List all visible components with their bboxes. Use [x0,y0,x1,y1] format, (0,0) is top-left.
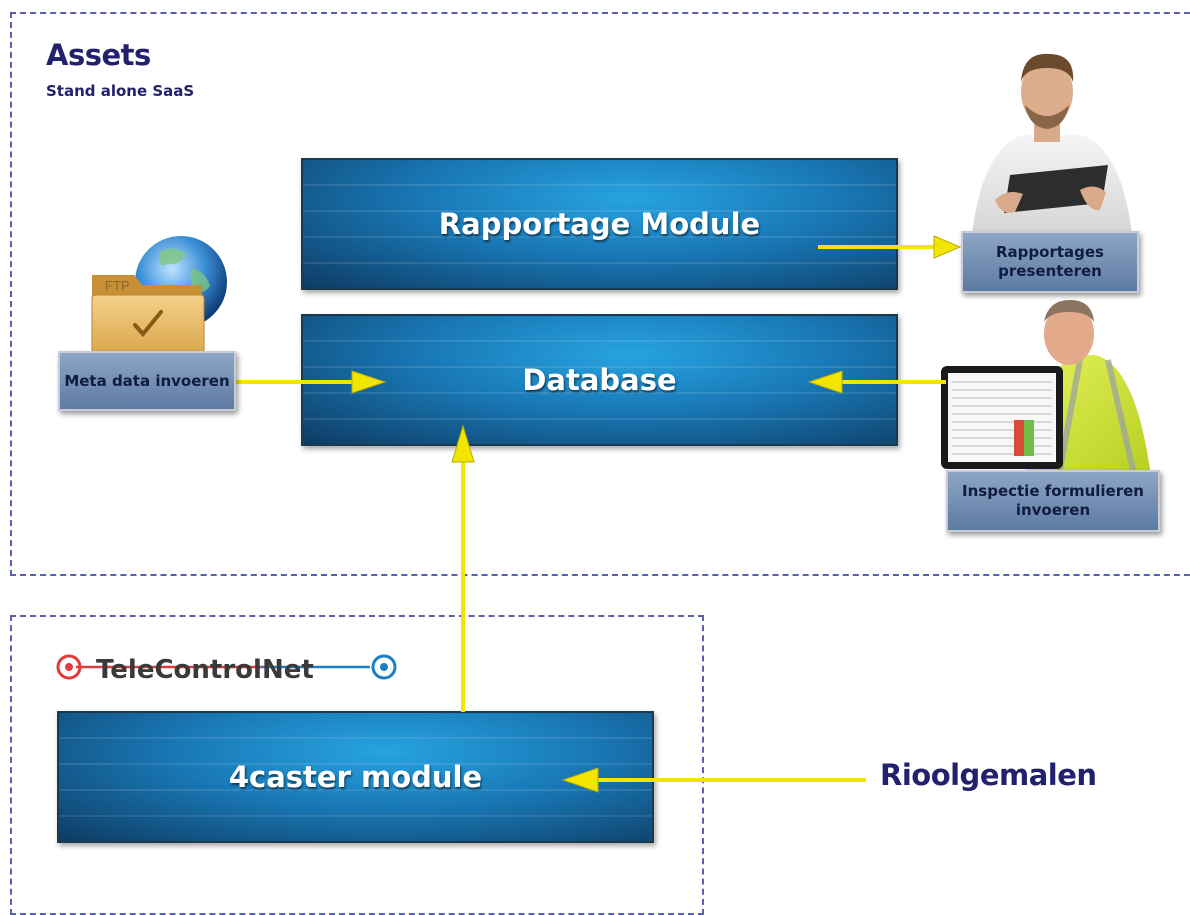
rapportage-module-label: Rapportage Module [438,207,761,241]
telecontrolnet-label: TeleControlNet [96,655,314,685]
forecaster-module: 4caster module [57,711,654,843]
assets-subtitle: Stand alone SaaS [46,82,195,100]
database-module-label: Database [522,363,677,397]
illustrations-layer: FTP [56,53,1150,793]
ftp-label: FTP [105,278,130,293]
telecontrolnet-logo: TeleControlNet [56,654,397,685]
arrow-inspectie-to-database [807,370,946,394]
arrow-riool-to-4caster [561,767,866,793]
rapportages-box: Rapportages presenteren [961,231,1139,293]
ftp-folder-icon: FTP [91,275,205,360]
rapportage-module: Rapportage Module [301,158,898,290]
arrow-4caster-to-database [451,424,475,712]
assets-title: Assets [46,38,151,72]
forecaster-module-label: 4caster module [228,760,483,794]
rapportages-label: Rapportages presenteren [996,243,1104,280]
meta-data-box: Meta data invoeren [58,351,236,411]
arrow-meta-to-database [230,370,387,394]
arrow-rapportage-to-presenteren [818,235,962,259]
database-module: Database [301,314,898,446]
inspectie-label: Inspectie formulieren invoeren [962,482,1144,519]
rioolgemalen-label: Rioolgemalen [880,758,1097,792]
meta-data-label: Meta data invoeren [64,371,230,390]
person-tablet-illustration [972,53,1132,235]
assets-zone [10,12,1190,576]
inspector-illustration [941,300,1150,471]
inspectie-box: Inspectie formulieren invoeren [946,470,1160,532]
